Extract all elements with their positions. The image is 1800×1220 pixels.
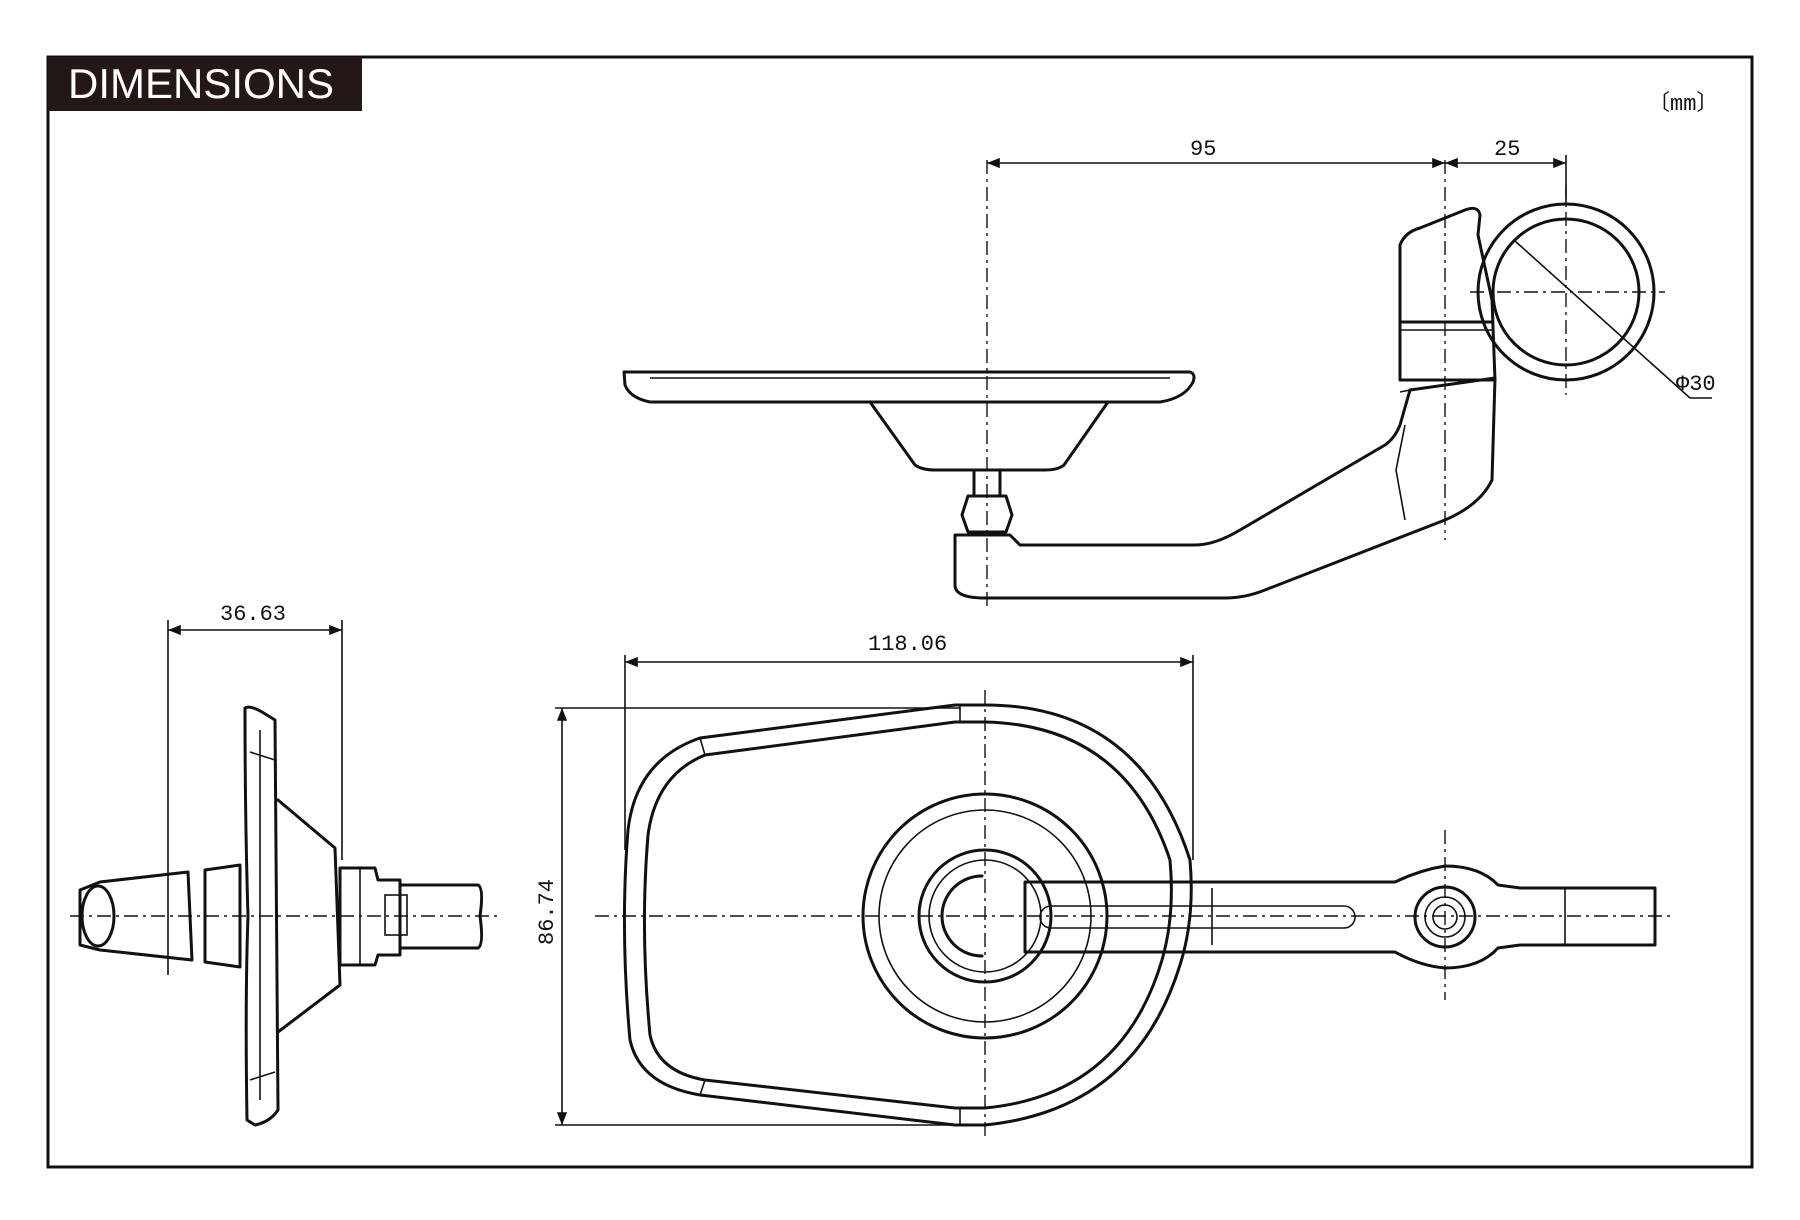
page-title: DIMENSIONS xyxy=(68,60,334,107)
mirror-cone-side xyxy=(276,798,342,1034)
ball-nut xyxy=(960,494,1014,534)
drawing-border xyxy=(46,55,1754,1169)
bar-end-cap xyxy=(78,870,194,962)
mirror-back-disc xyxy=(861,792,1109,1040)
ball-joint-side xyxy=(338,866,402,967)
side-depth-label: 36.63 xyxy=(220,602,286,627)
side-view: 36.63 xyxy=(70,602,500,1127)
arm-profile xyxy=(953,376,1497,600)
mirror-glass xyxy=(642,720,1173,1110)
mirror-outline xyxy=(622,703,1193,1127)
bar-collar xyxy=(203,863,242,969)
clamp-body xyxy=(1398,206,1497,382)
front-view: 118.06 86.74 xyxy=(535,632,1675,1140)
arm-front xyxy=(1023,864,1657,970)
arm-length-label: 95 xyxy=(1190,137,1216,162)
top-view: Φ30 95 25 xyxy=(622,137,1716,610)
mirror-width-label: 118.06 xyxy=(868,632,947,657)
mirror-plate-side xyxy=(243,705,280,1127)
mirror-back-cone xyxy=(868,400,1110,472)
mirror-plate-top xyxy=(622,370,1196,404)
unit-label: 〔mm〕 xyxy=(1648,91,1718,117)
clamp-offset-label: 25 xyxy=(1494,137,1520,162)
title-tag: DIMENSIONS xyxy=(48,57,362,111)
mirror-height-label: 86.74 xyxy=(535,879,560,945)
clamp-diameter-label: Φ30 xyxy=(1676,372,1716,397)
